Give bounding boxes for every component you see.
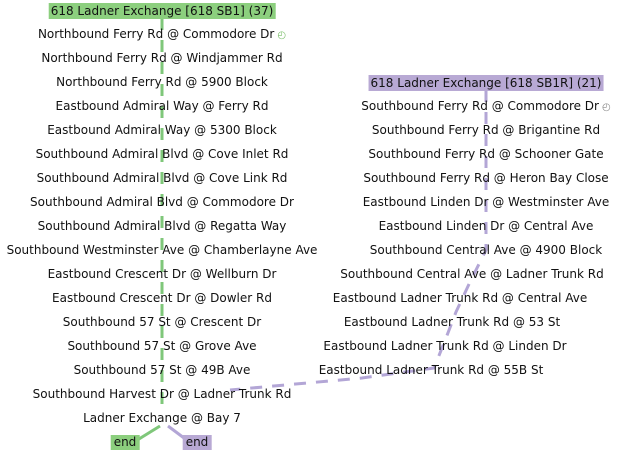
clock-icon: ◴	[601, 102, 611, 113]
purple-stop-7: Southbound Central Ave @ 4900 Block	[369, 243, 603, 257]
purple-stop-3: Southbound Ferry Rd @ Schooner Gate	[368, 147, 604, 161]
purple-stop-9: Eastbound Ladner Trunk Rd @ Central Ave	[332, 291, 588, 305]
purple-stop-10: Eastbound Ladner Trunk Rd @ 53 St	[343, 315, 561, 329]
green-stop-1: Northbound Ferry Rd @ Commodore Dr◴	[37, 27, 287, 41]
end-marker-purple: end	[182, 435, 212, 450]
shared-stop-2: Ladner Exchange @ Bay 7	[83, 411, 241, 425]
green-stop-14: Southbound 57 St @ Grove Ave	[67, 339, 257, 353]
purple-stop-8: Southbound Central Ave @ Ladner Trunk Rd	[340, 267, 604, 281]
green-stop-12: Eastbound Crescent Dr @ Dowler Rd	[52, 291, 272, 305]
green-stop-10: Southbound Westminster Ave @ Chamberlayn…	[6, 243, 318, 257]
green-stop-13: Southbound 57 St @ Crescent Dr	[62, 315, 262, 329]
purple-stop-2: Southbound Ferry Rd @ Brigantine Rd	[371, 123, 601, 137]
green-stop-5: Eastbound Admiral Way @ 5300 Block	[47, 123, 277, 137]
green-stop-11: Eastbound Crescent Dr @ Wellburn Dr	[47, 267, 277, 281]
purple-stop-12: Eastbound Ladner Trunk Rd @ 55B St	[318, 363, 544, 377]
route-header-purple: 618 Ladner Exchange [618 SB1R] (21)	[368, 75, 604, 91]
green-stop-8: Southbound Admiral Blvd @ Commodore Dr	[30, 195, 294, 209]
green-stop-15: Southbound 57 St @ 49B Ave	[73, 363, 251, 377]
purple-stop-1: Southbound Ferry Rd @ Commodore Dr◴	[361, 99, 611, 113]
purple-stop-11: Eastbound Ladner Trunk Rd @ Linden Dr	[323, 339, 567, 353]
purple-route-line	[229, 90, 488, 392]
green-stop-4: Eastbound Admiral Way @ Ferry Rd	[55, 99, 269, 113]
purple-stop-5: Eastbound Linden Dr @ Westminster Ave	[362, 195, 610, 209]
green-stop-2: Northbound Ferry Rd @ Windjammer Rd	[41, 51, 283, 65]
clock-icon: ◴	[277, 30, 287, 41]
route-header-green: 618 Ladner Exchange [618 SB1] (37)	[48, 3, 276, 19]
green-stop-3: Northbound Ferry Rd @ 5900 Block	[56, 75, 268, 89]
green-stop-7: Southbound Admiral Blvd @ Cove Link Rd	[36, 171, 288, 185]
purple-stop-4: Southbound Ferry Rd @ Heron Bay Close	[363, 171, 609, 185]
green-stop-6: Southbound Admiral Blvd @ Cove Inlet Rd	[35, 147, 289, 161]
purple-stop-6: Eastbound Linden Dr @ Central Ave	[378, 219, 594, 233]
end-marker-green: end	[110, 435, 140, 450]
shared-stop-1: Southbound Harvest Dr @ Ladner Trunk Rd	[32, 387, 292, 401]
green-stop-9: Southbound Admiral Blvd @ Regatta Way	[37, 219, 287, 233]
